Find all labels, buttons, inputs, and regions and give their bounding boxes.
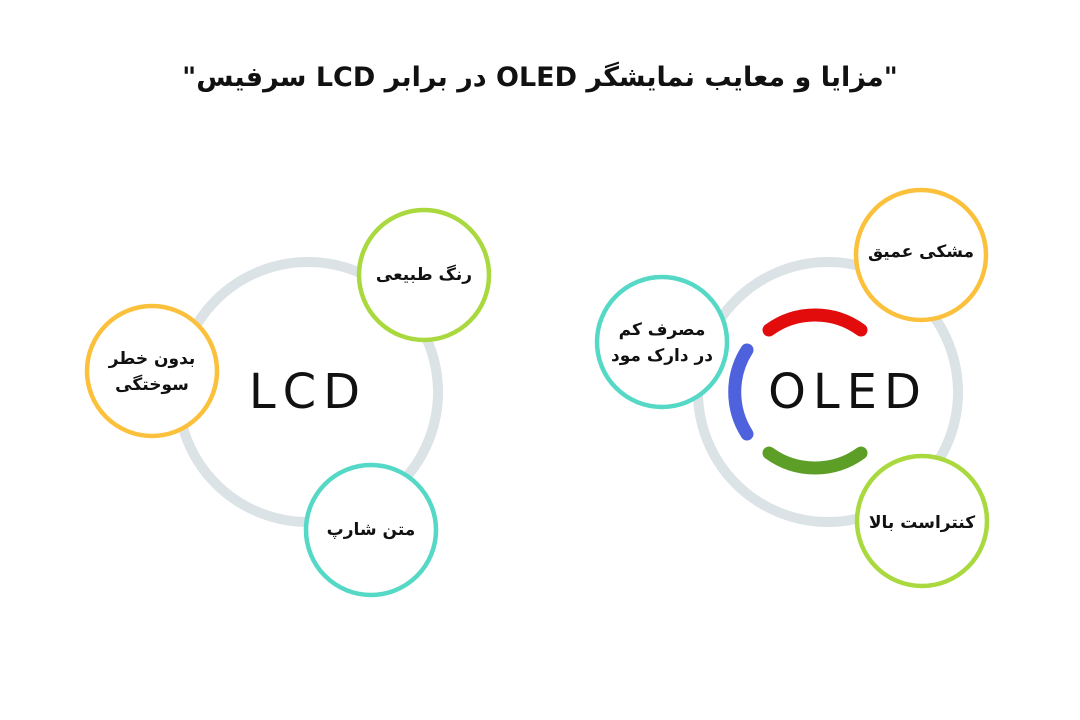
lcd-feature-no-burnin-line1: بدون خطر <box>108 349 196 369</box>
lcd-feature-no-burnin-circle <box>84 303 220 439</box>
oled-feature-low-power-label: مصرف کم در دارک مود <box>599 316 725 370</box>
oled-feature-low-power-line1: مصرف کم <box>618 320 706 340</box>
lcd-feature-sharp-text-label: متن شارپ <box>326 520 416 540</box>
oled-feature-low-power-line2: در دارک مود <box>611 346 713 366</box>
page-title: "مزایا و معایب نمایشگر OLED در برابر LCD… <box>182 62 898 93</box>
lcd-feature-natural-color-circle <box>356 207 492 343</box>
oled-feature-low-power-circle <box>594 274 730 410</box>
oled-feature-high-contrast-label: کنتراست بالا <box>868 513 976 533</box>
lcd-center-label: LCD <box>248 364 368 420</box>
lcd-group <box>84 207 492 598</box>
oled-blue-arc <box>728 343 754 441</box>
lcd-feature-no-burnin-label: بدون خطر سوختگی <box>92 345 212 399</box>
oled-feature-high-contrast-circle <box>854 453 990 589</box>
lcd-feature-sharp-text-circle <box>303 462 439 598</box>
oled-red-arc <box>762 308 868 337</box>
lcd-feature-natural-color-label: رنگ طبیعی <box>375 265 473 285</box>
oled-feature-deep-black-circle <box>853 187 989 323</box>
oled-group <box>594 187 990 589</box>
oled-center-label: OLED <box>768 364 928 420</box>
oled-green-arc <box>762 446 868 475</box>
lcd-feature-no-burnin-line2: سوختگی <box>115 375 189 395</box>
oled-feature-deep-black-label: مشکی عمیق <box>867 242 975 262</box>
